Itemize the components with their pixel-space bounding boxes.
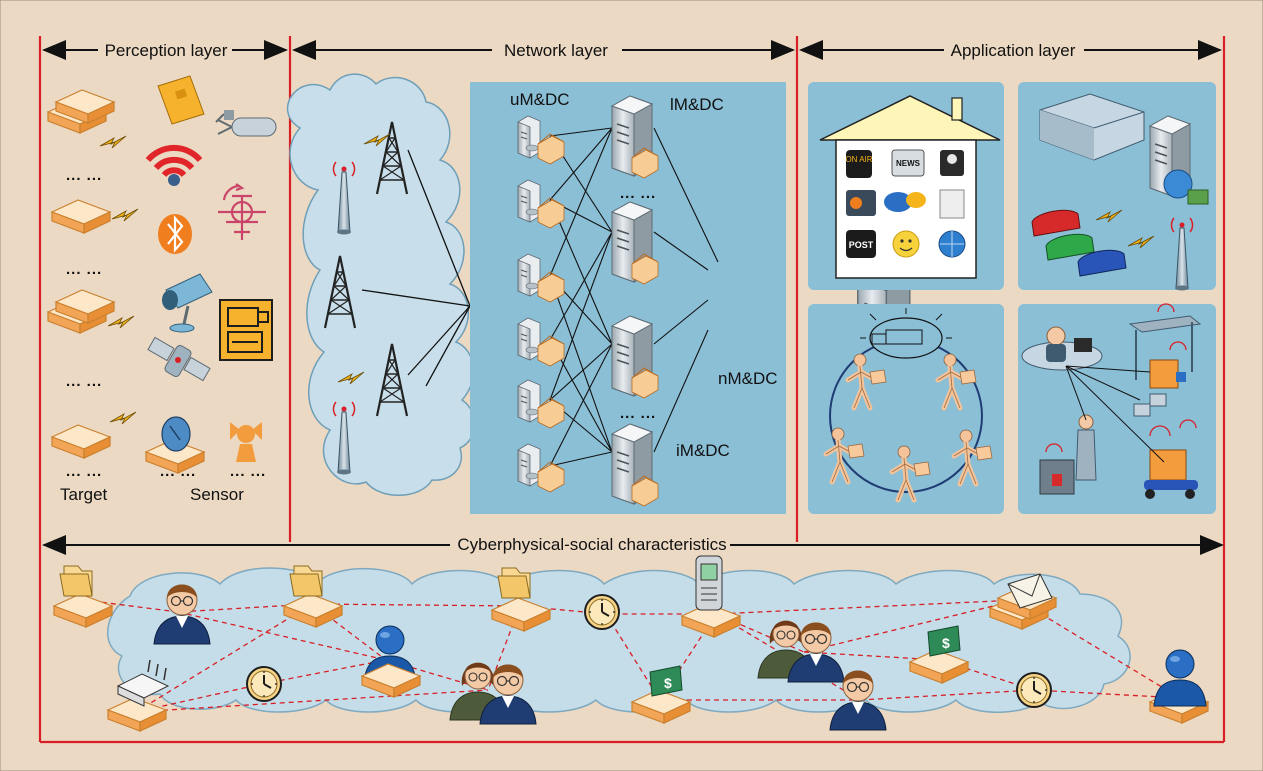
layer-frame [38,36,1226,744]
vehicle-network-icon [1031,93,1209,292]
mobile-phone-icon [681,555,741,638]
dollar-label: $ [942,635,950,651]
smart-industry-icon [1021,303,1202,499]
cps-network: $ $ [53,555,1209,732]
dish-sensor-icon [145,416,205,474]
imdc-label: iM&DC [676,441,730,460]
dc-connections [549,127,719,467]
sensor-label: Sensor [190,485,244,504]
money-icon: $ [631,665,691,724]
logistics-icon [826,308,992,500]
email-icon [990,573,1056,629]
network-layer-title: Network layer [504,41,608,60]
satellite-icon [147,336,211,382]
money-icon: $ [909,625,969,684]
smart-home-icon: ON AIR NEWS POST [819,95,1001,279]
actuator-icon [218,183,266,240]
folder-icon [59,565,93,597]
lmdc-label: lM&DC [670,95,724,114]
camera-icon [162,273,213,333]
probe-sensor-icon [215,110,277,137]
rfid-reader-icon [219,299,273,361]
application-layer: ON AIR NEWS POST [808,82,1216,514]
application-layer-title: Application layer [951,41,1076,60]
perception-ellipsis: ... ... [66,261,102,278]
folder-icon [289,565,323,597]
perception-ellipsis: ... ... [66,463,102,480]
clock-icon [584,594,620,630]
post-app-label: POST [849,240,874,250]
perception-ellipsis: ... ... [66,373,102,390]
perception-ellipsis: ... ... [66,167,102,184]
perception-ellipsis: ... ... [160,463,196,480]
clock-icon [1016,672,1052,708]
umdc-label: uM&DC [510,90,570,109]
tower-uplinks [361,149,471,387]
router-icon [107,659,170,732]
bluetooth-icon [158,214,192,254]
nmdc-label: nM&DC [718,369,778,388]
rfid-card-icon [157,75,205,125]
target-label: Target [60,485,108,504]
network-ellipsis: ... ... [620,185,656,202]
beacon-sensor-icon [230,422,262,462]
network-layer: uM&DC lM&DC nM&DC iM&DC ... ... ... ... [287,73,911,514]
folder-icon [497,567,531,599]
layer-header-arrows [42,40,1224,555]
network-ellipsis: ... ... [620,405,656,422]
perception-ellipsis: ... ... [230,463,266,480]
dollar-label: $ [664,675,672,691]
wifi-icon [145,144,203,186]
clock-icon [246,666,282,702]
perception-layer: ... ... ... ... ... ... ... ... ... ... … [48,75,277,504]
on-air-app-label: ON AIR [845,155,872,164]
news-app-label: NEWS [896,159,921,168]
perception-layer-title: Perception layer [105,41,228,60]
network-cloud [287,73,476,496]
cps-characteristics-title: Cyberphysical-social characteristics [457,535,726,554]
